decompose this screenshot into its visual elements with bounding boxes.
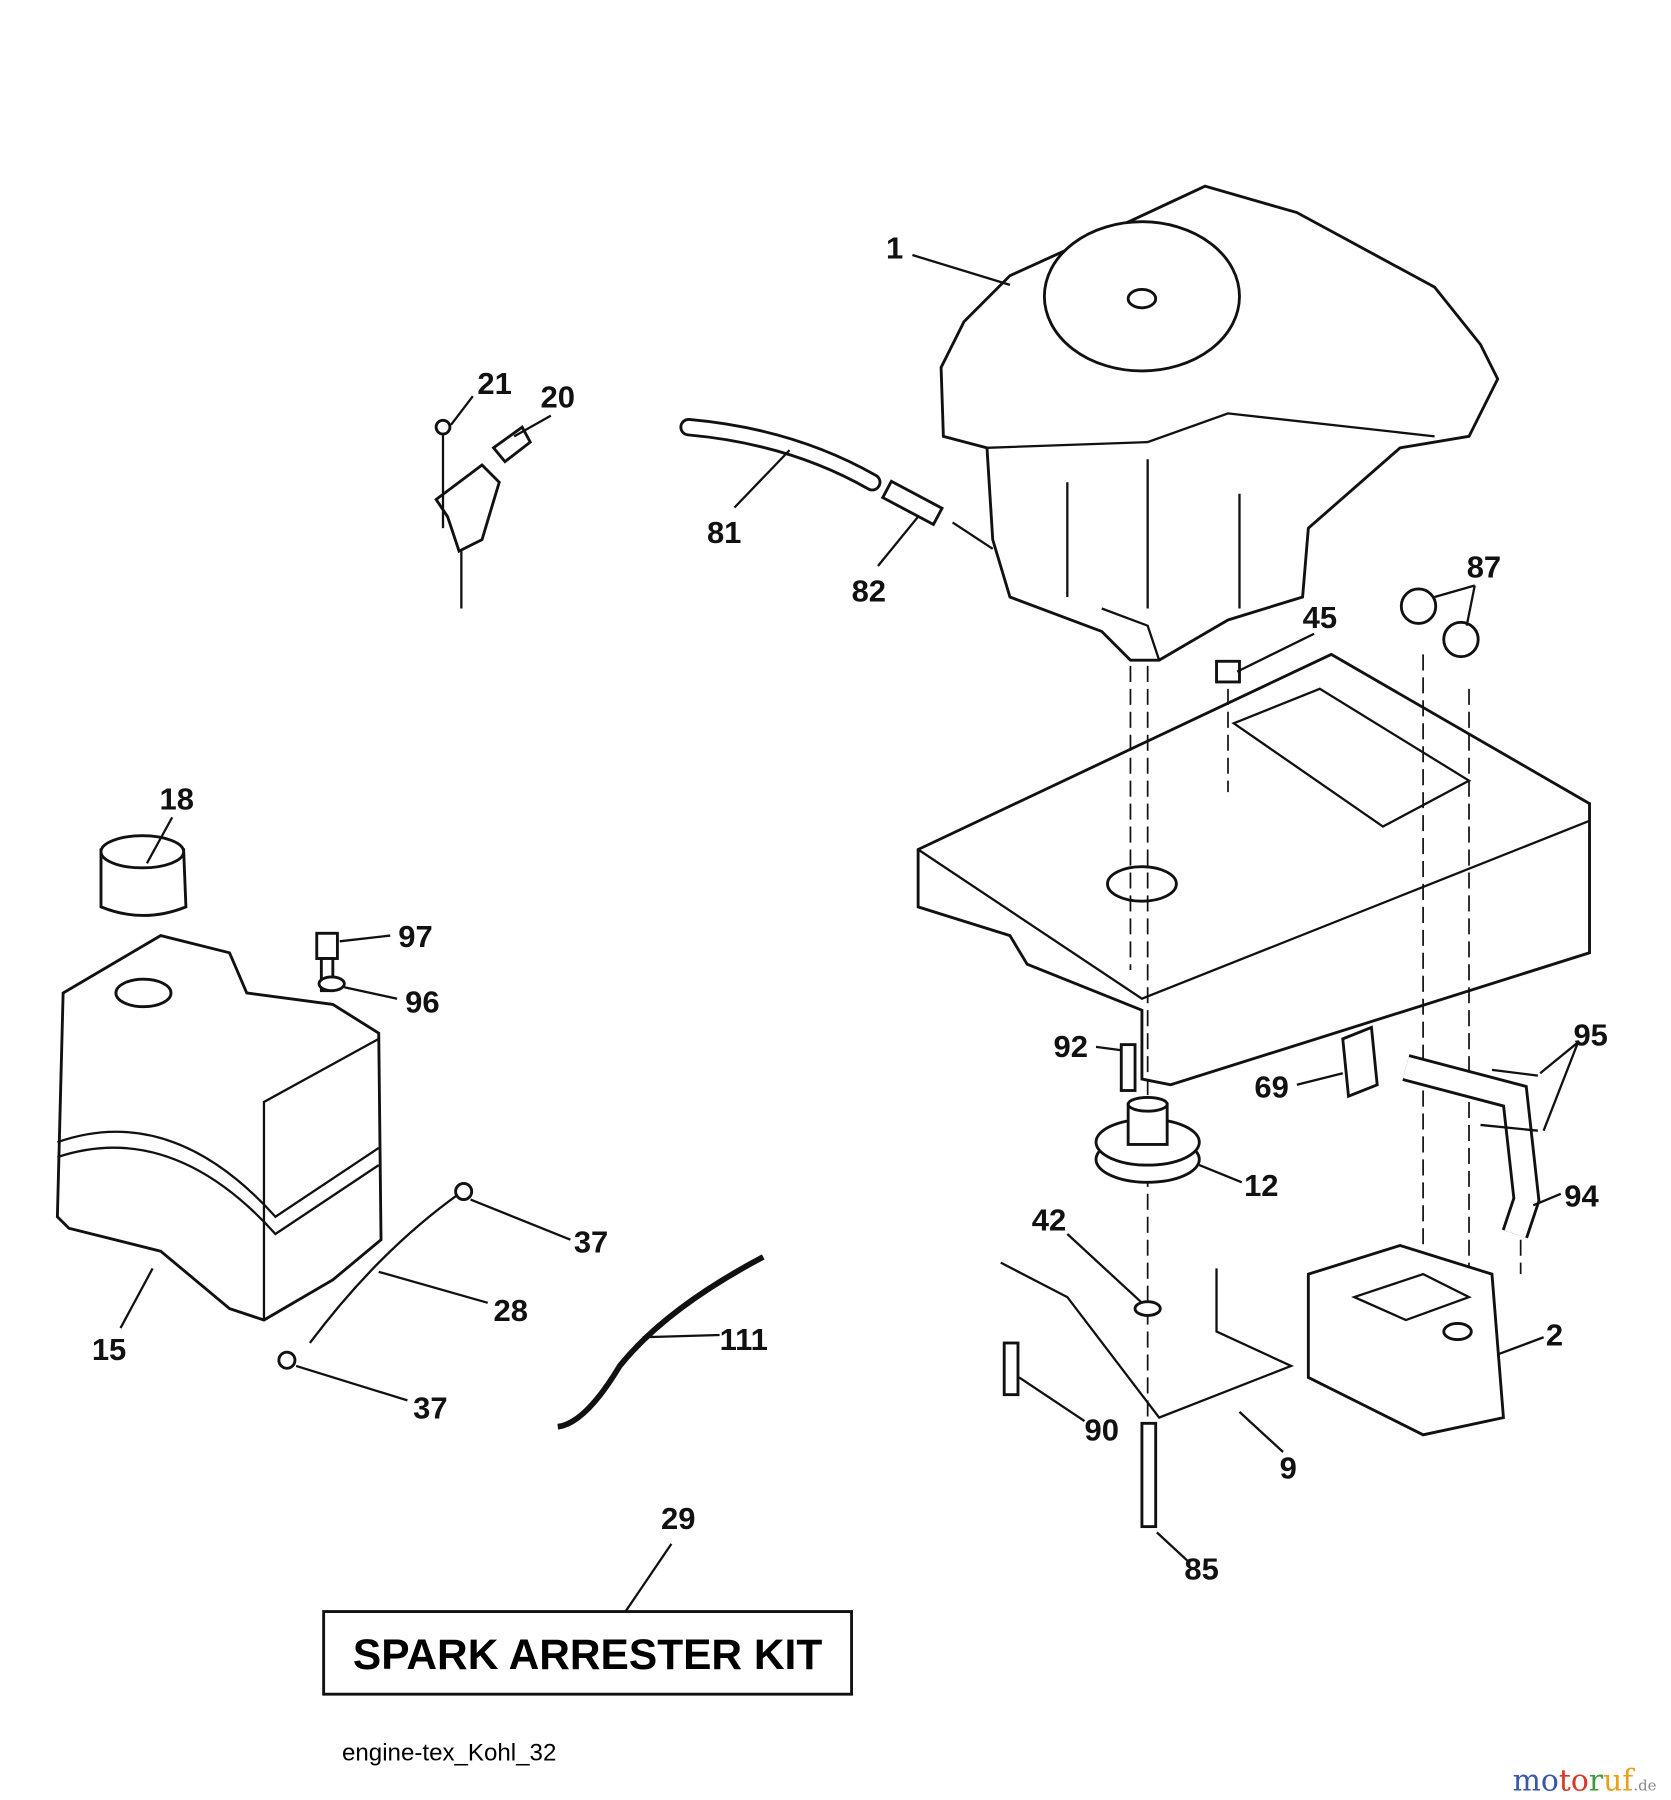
diagram-code: engine-tex_Kohl_32 xyxy=(342,1740,556,1767)
callout-82: 82 xyxy=(852,574,886,609)
bolt-87 xyxy=(1399,587,1438,625)
callout-29: 29 xyxy=(661,1501,695,1536)
spark-arrester-kit-box xyxy=(322,1610,854,1696)
callout-42: 42 xyxy=(1032,1203,1066,1238)
fuel-hose-81-inner xyxy=(682,420,879,489)
leader-lines xyxy=(119,253,1580,1613)
callout-81: 81 xyxy=(707,515,741,550)
throttle-part xyxy=(434,418,533,609)
washer-42 xyxy=(1133,1300,1162,1317)
callout-111: 111 xyxy=(720,1322,768,1357)
callout-90: 90 xyxy=(1085,1413,1119,1448)
callout-12: 12 xyxy=(1244,1168,1278,1203)
callout-45: 45 xyxy=(1303,600,1337,635)
callout-18: 18 xyxy=(160,781,194,816)
callout-37: 37 xyxy=(574,1224,608,1259)
clamp-37 xyxy=(277,1350,297,1370)
gasket-69 xyxy=(1341,1025,1379,1099)
frame-part xyxy=(916,652,1591,1087)
washer-96 xyxy=(317,975,346,993)
callout-92: 92 xyxy=(1054,1029,1088,1064)
engine-part xyxy=(939,184,1500,662)
spark-arrester-kit-label: SPARK ARRESTER KIT xyxy=(353,1631,822,1678)
callout-37: 37 xyxy=(413,1391,447,1426)
fuel-line-111 xyxy=(557,1254,765,1430)
callout-87: 87 xyxy=(1467,550,1501,585)
watermark-logo: motoruf.de xyxy=(1513,1764,1657,1799)
rod-9 xyxy=(1000,1261,1295,1419)
bolt-92 xyxy=(1119,1043,1137,1092)
callout-9: 9 xyxy=(1280,1450,1297,1485)
callout-95: 95 xyxy=(1573,1018,1607,1053)
callout-28: 28 xyxy=(493,1293,527,1328)
callout-94: 94 xyxy=(1564,1178,1599,1213)
muffler-part xyxy=(1306,1243,1505,1437)
callout-20: 20 xyxy=(541,380,575,415)
clamp-37 xyxy=(454,1182,474,1201)
bolt-95 xyxy=(1480,1068,1539,1132)
assembly-line xyxy=(1129,654,1522,1424)
bolt-85 xyxy=(1140,1421,1158,1529)
fuel-tank-part xyxy=(55,934,383,1322)
callout-69: 69 xyxy=(1254,1069,1288,1104)
callout-2: 2 xyxy=(1546,1317,1563,1352)
callout-21: 21 xyxy=(477,366,511,401)
hose-28 xyxy=(308,1192,460,1344)
bolt-97 xyxy=(315,931,339,960)
callout-1: 1 xyxy=(886,230,903,265)
callout-85: 85 xyxy=(1184,1551,1218,1586)
fuel-cap-part xyxy=(99,834,188,917)
bolt-87 xyxy=(1442,620,1480,659)
pulley-part xyxy=(1094,1095,1201,1184)
callout-97: 97 xyxy=(398,919,432,954)
callout-15: 15 xyxy=(92,1332,126,1367)
svg-text:motoruf.de: motoruf.de xyxy=(1513,1764,1657,1799)
callout-96: 96 xyxy=(405,984,439,1019)
fuel-filter-82 xyxy=(880,479,944,527)
bolt-90 xyxy=(1002,1341,1020,1397)
nut-45 xyxy=(1215,659,1241,684)
